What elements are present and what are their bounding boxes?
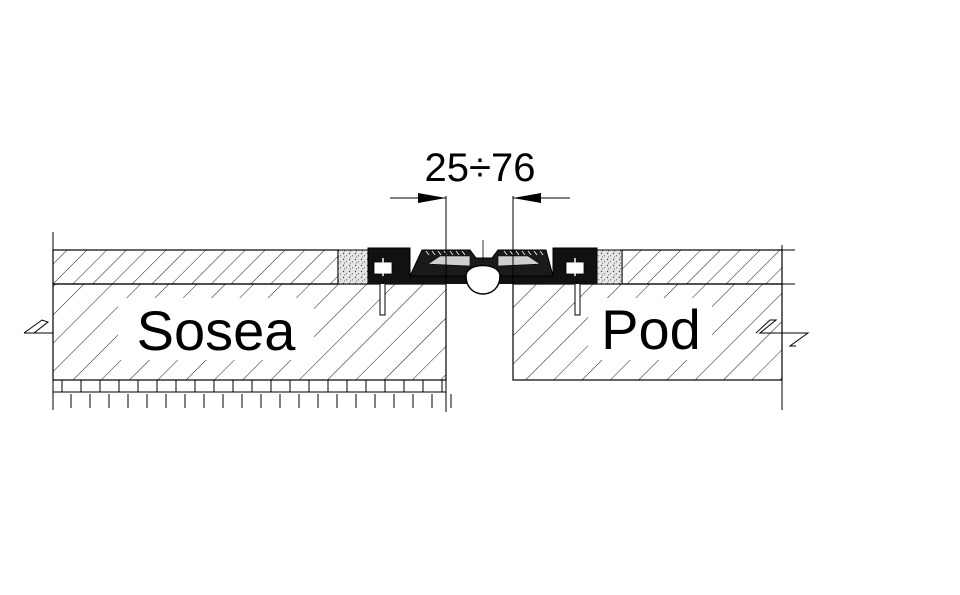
central-bulb bbox=[465, 264, 501, 295]
dimension-arrow-right bbox=[513, 193, 541, 203]
right-label: Pod bbox=[601, 298, 701, 361]
expansion-joint-assembly bbox=[337, 240, 623, 316]
gap-dimension: 25÷76 bbox=[390, 146, 570, 284]
right-structure bbox=[512, 245, 810, 410]
left-label: Sosea bbox=[137, 299, 297, 362]
dimension-text: 25÷76 bbox=[425, 146, 536, 190]
left-base-ticks bbox=[61, 380, 452, 408]
right-filler-block bbox=[596, 249, 623, 285]
seal-teeth bbox=[425, 250, 544, 256]
dimension-arrow-left bbox=[418, 193, 446, 203]
right-break-symbol bbox=[755, 319, 782, 334]
left-break-symbol bbox=[23, 319, 53, 334]
left-filler-block bbox=[337, 249, 369, 285]
right-surface-layer bbox=[621, 249, 783, 285]
left-surface-layer bbox=[52, 249, 339, 285]
